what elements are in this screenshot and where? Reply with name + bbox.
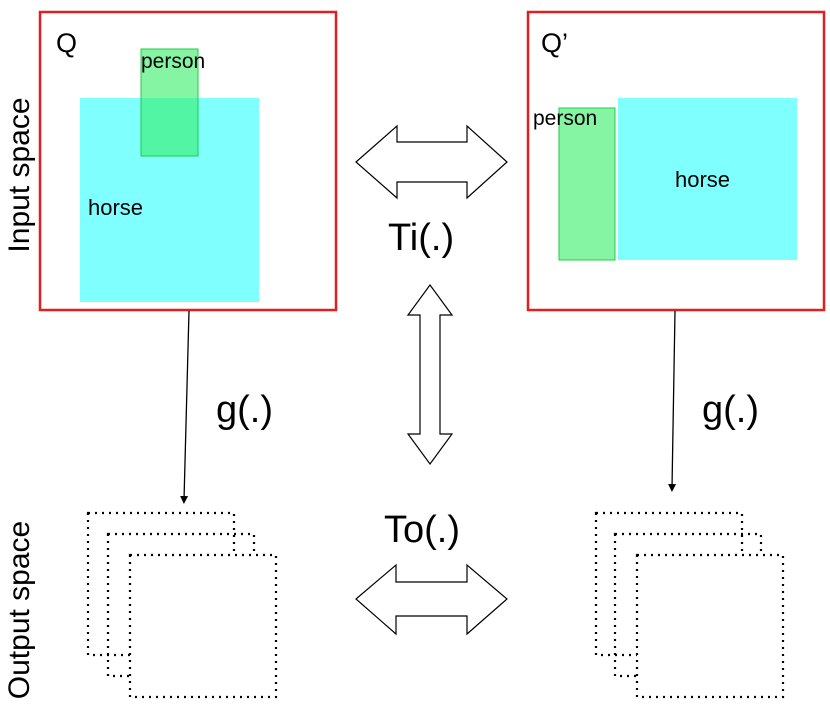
feature-map-front bbox=[128, 553, 278, 699]
to-label: To(.) bbox=[384, 509, 460, 551]
person-label-q: person bbox=[141, 50, 205, 73]
ti-double-arrow bbox=[355, 124, 508, 200]
ti-label: Ti(.) bbox=[388, 217, 454, 259]
frame-q-border bbox=[38, 10, 338, 312]
output-stack-left bbox=[86, 511, 278, 699]
input-space-label: Input space bbox=[3, 97, 36, 252]
output-space-label: Output space bbox=[3, 521, 36, 699]
g-arrow-right bbox=[668, 310, 677, 492]
g-arrow-left bbox=[180, 310, 190, 504]
person-label-q-prime: person bbox=[533, 107, 597, 130]
frame-q: Q person horse bbox=[38, 10, 338, 312]
frame-q-prime-title: Q’ bbox=[541, 28, 568, 58]
feature-map-front bbox=[635, 553, 785, 699]
output-stack-right bbox=[594, 511, 785, 699]
frame-q-prime: Q’ person horse bbox=[526, 10, 826, 312]
frame-q-prime-border bbox=[526, 10, 826, 312]
horse-box-q-prime bbox=[618, 98, 797, 260]
to-double-arrow bbox=[355, 563, 508, 636]
g-label-left: g(.) bbox=[216, 389, 273, 431]
g-label-right: g(.) bbox=[702, 389, 759, 431]
person-box-q bbox=[140, 48, 199, 157]
horse-label-q: horse bbox=[88, 195, 143, 220]
person-box-q-prime bbox=[558, 107, 616, 261]
frame-q-title: Q bbox=[56, 28, 77, 58]
horse-label-q-prime: horse bbox=[675, 167, 730, 192]
vertical-double-arrow bbox=[406, 283, 454, 466]
